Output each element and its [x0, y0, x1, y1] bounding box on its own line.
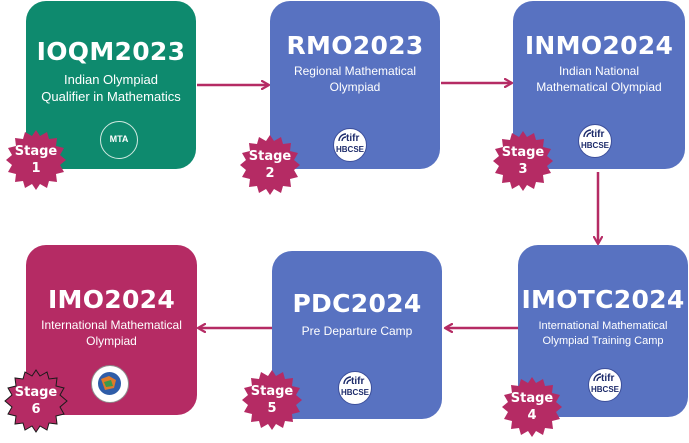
stage-4-badge-label: Stage	[510, 391, 554, 406]
stage-4-title: IMOTC2024	[521, 285, 685, 314]
tifr-hbcse-logo: tifr HBCSE	[338, 371, 372, 405]
imo-logo	[91, 365, 129, 403]
tifr-hbcse-logo: tifr HBCSE	[578, 124, 612, 158]
stage-6-subtitle: International Mathematical Olympiad	[41, 318, 182, 348]
stage-1-subtitle: Indian Olympiad Qualifier in Mathematics	[41, 72, 181, 104]
stage-2-title: RMO2023	[286, 31, 424, 60]
stage-2-subtitle: Regional Mathematical Olympiad	[293, 64, 417, 94]
badge-burst	[242, 370, 302, 430]
stage-5-badge-label: Stage	[250, 384, 294, 399]
badge-burst	[240, 135, 300, 195]
stage-4-badge: Stage 4	[500, 375, 564, 439]
stage-6-badge-label: Stage	[14, 385, 58, 400]
badge-burst	[4, 369, 68, 433]
stage-1-title: IOQM2023	[36, 37, 186, 66]
stage-3-subtitle: Indian National Mathematical Olympiad	[536, 64, 662, 94]
stage-2-badge: Stage 2	[238, 133, 302, 197]
badge-burst	[502, 377, 562, 437]
badge-burst	[6, 130, 66, 190]
stage-5-subtitle: Pre Departure Camp	[301, 324, 413, 338]
stage-5-title: PDC2024	[292, 289, 422, 318]
stage-1-badge-label: Stage	[14, 144, 58, 159]
stage-2-badge-label: Stage	[248, 149, 292, 164]
mta-logo: MTA	[100, 121, 138, 159]
tifr-hbcse-logo: tifr HBCSE	[588, 368, 622, 402]
stage-6-title: IMO2024	[47, 285, 176, 314]
stage-3-badge-number: 3	[518, 162, 528, 177]
stage-5-badge-number: 5	[267, 401, 277, 416]
badge-burst	[493, 131, 553, 191]
stage-2-box: RMO2023 Regional Mathematical Olympiad t…	[270, 1, 440, 169]
stage-5-badge: Stage 5	[240, 368, 304, 432]
stage-3-title: INMO2024	[524, 31, 674, 60]
stage-6-badge: Stage 6	[2, 367, 70, 435]
stage-3-badge-label: Stage	[501, 145, 545, 160]
stage-5-box: PDC2024 Pre Departure Camp tifr HBCSE	[272, 251, 442, 419]
tifr-hbcse-logo: tifr HBCSE	[333, 128, 367, 162]
stage-3-badge: Stage 3	[491, 129, 555, 193]
stage-1-badge-number: 1	[31, 161, 41, 176]
stage-1-badge: Stage 1	[4, 128, 68, 192]
stage-4-badge-number: 4	[527, 408, 537, 423]
stage-2-badge-number: 2	[265, 166, 275, 181]
stage-1-box: IOQM2023 Indian Olympiad Qualifier in Ma…	[26, 1, 196, 169]
stage-4-subtitle: International Mathematical Olympiad Trai…	[538, 320, 668, 347]
stage-6-box: IMO2024 International Mathematical Olymp…	[26, 245, 197, 415]
stage-6-badge-number: 6	[31, 402, 41, 417]
